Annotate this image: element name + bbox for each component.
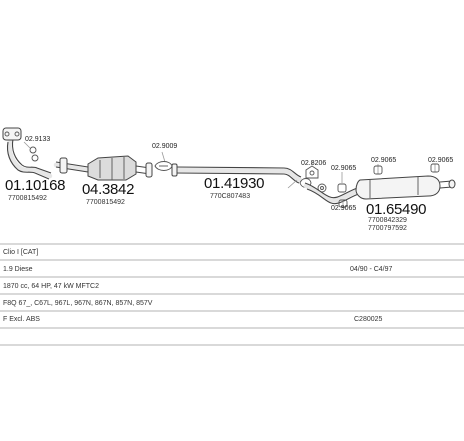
intermediate-pipe bbox=[171, 163, 303, 184]
hanger-bracket-icon bbox=[305, 160, 319, 179]
spec-engine: 1.9 Diese bbox=[3, 266, 33, 273]
rear-silencer bbox=[303, 175, 456, 205]
hardware-label-5: 02.9065 bbox=[371, 157, 396, 164]
spec-model: Clio I [CAT] bbox=[3, 249, 39, 256]
front-downpipe bbox=[2, 127, 53, 180]
gasket-icon bbox=[23, 141, 39, 162]
part-number-p4: 01.65490 bbox=[366, 201, 426, 218]
spec-exclusion: F Excl. ABS bbox=[3, 316, 40, 323]
pipe-clamp-icon bbox=[287, 178, 312, 189]
spec-power: 1870 cc, 64 HP, 47 kW MFTC2 bbox=[3, 283, 99, 290]
part-number-p1: 01.10168 bbox=[5, 177, 65, 194]
oem-number-p2: 7700815492 bbox=[86, 199, 125, 206]
hardware-label-2: 02.9009 bbox=[152, 143, 177, 150]
oem-number-p4-b: 7700797592 bbox=[368, 225, 407, 232]
catalytic-converter bbox=[53, 155, 153, 181]
oem-number-p3: 770C807483 bbox=[210, 193, 250, 200]
hanger-icon-lower bbox=[338, 199, 348, 208]
part-number-p3: 01.41930 bbox=[204, 175, 264, 192]
hanger-icon-mid bbox=[373, 164, 383, 175]
spec-catalog-number: C280025 bbox=[354, 316, 383, 323]
spec-engine-codes: F8Q 67_, C67L, 967L, 967N, 867N, 857N, 8… bbox=[3, 300, 153, 307]
hardware-label-4: 02.9065 bbox=[331, 165, 356, 172]
hardware-label-7: 02.9065 bbox=[331, 205, 356, 212]
oem-number-p1: 7700815492 bbox=[8, 195, 47, 202]
part-number-p2: 04.3842 bbox=[82, 181, 134, 198]
hardware-label-3: 02.8206 bbox=[301, 160, 326, 167]
clamp-icon bbox=[154, 151, 173, 171]
oem-number-p4-a: 7700842329 bbox=[368, 217, 407, 224]
spec-years: 04/90 - C4/97 bbox=[350, 266, 393, 273]
hardware-label-6: 02.9065 bbox=[428, 157, 453, 164]
hanger-icon-left bbox=[337, 172, 347, 193]
hanger-icon-right bbox=[430, 163, 440, 173]
hardware-label-1: 02.9133 bbox=[25, 136, 50, 143]
